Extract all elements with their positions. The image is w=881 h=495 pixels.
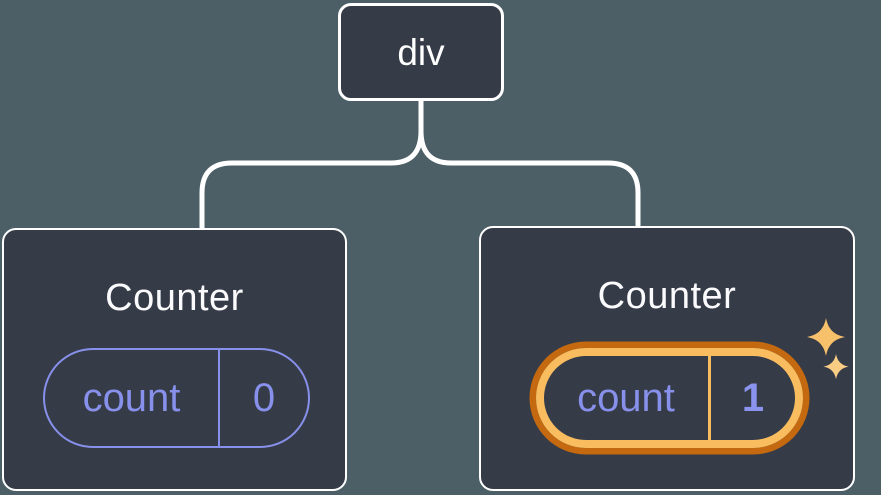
sparkle-small (823, 354, 849, 380)
counter-title: Counter (105, 277, 244, 319)
state-pill-divider (708, 356, 711, 440)
state-pill-divider (218, 350, 220, 446)
state-key-section: count (45, 350, 218, 446)
counter-card-left: Counter count 0 (2, 228, 347, 491)
root-node-div: div (338, 3, 504, 101)
sparkle-large (807, 318, 845, 356)
sparkles-icon (807, 318, 849, 380)
state-value-section: 0 (220, 350, 308, 446)
counter-card-right: Counter count 1 (479, 226, 855, 491)
state-value-section: 1 (711, 356, 795, 440)
root-node-label: div (397, 31, 445, 73)
state-pill: count 0 (43, 348, 310, 448)
state-value-label: 1 (741, 376, 765, 420)
connector-branch-right (418, 97, 641, 230)
state-key-label: count (82, 376, 181, 420)
state-pill-highlighted: count 1 (536, 348, 803, 448)
state-key-label: count (577, 376, 675, 420)
state-key-section: count (544, 356, 708, 440)
state-value-label: 0 (252, 376, 276, 420)
connector-branch-left (199, 97, 424, 232)
counter-title: Counter (597, 275, 737, 317)
